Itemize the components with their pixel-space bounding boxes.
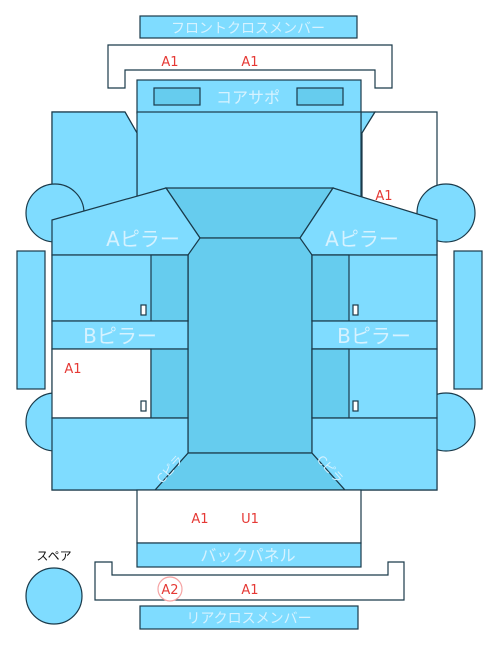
a-pillar-right-label: Aピラー [325,227,399,251]
back-panel[interactable] [136,542,362,568]
rear-quarter-left[interactable] [51,417,189,491]
trunk[interactable] [136,489,362,544]
damage-code-front-member-1: A1 [161,55,178,70]
damage-code-right-front: A1 [375,189,392,204]
damage-code-rear-member-1: A2 [161,583,178,598]
b-pillar-right-label: Bピラー [337,324,411,348]
front-door-left-inner [150,254,189,322]
left-side-step[interactable] [16,250,46,390]
front-door-left-handle [140,304,147,316]
roof[interactable] [187,237,313,454]
a-pillar-left[interactable] [51,187,201,256]
rear-quarter-right[interactable] [311,417,438,491]
damage-code-front-member-2: A1 [241,55,258,70]
core-support-label: コアサポ [216,88,280,107]
front-door-right-inner [311,254,350,322]
rear-cross-member-label: リアクロスメンバー [186,611,311,627]
rear-door-right-handle [352,400,359,412]
b-pillar-left[interactable] [51,320,189,350]
front-cross-member-bar[interactable] [139,15,358,39]
spare-tire[interactable] [25,567,83,625]
damage-marker-circle [157,576,183,602]
front-door-right-handle [352,304,359,316]
damage-code-left-rear: A1 [64,362,81,377]
rear-door-left[interactable] [51,348,152,419]
damage-code-rear-member-2: A1 [241,583,258,598]
damage-code-trunk-1: A1 [191,512,208,527]
spare-label: スペア [36,549,71,563]
rear-door-left-inner [150,348,189,419]
headlight-right [296,87,344,106]
rear-door-left-handle [140,400,147,412]
back-panel-label: バックパネル [200,546,295,565]
rear-cross-member-bar[interactable] [139,605,359,630]
rear-door-right-inner [311,348,350,419]
front-cross-member-label: フロントクロスメンバー [171,21,325,37]
front-cross-member-outline[interactable] [107,44,393,89]
a-pillar-left-label: Aピラー [106,227,180,251]
rear-cross-member-outline[interactable] [94,561,405,601]
damage-code-trunk-2: U1 [241,512,259,527]
right-side-step[interactable] [453,250,483,390]
headlight-left [153,87,201,106]
b-pillar-left-label: Bピラー [83,324,157,348]
